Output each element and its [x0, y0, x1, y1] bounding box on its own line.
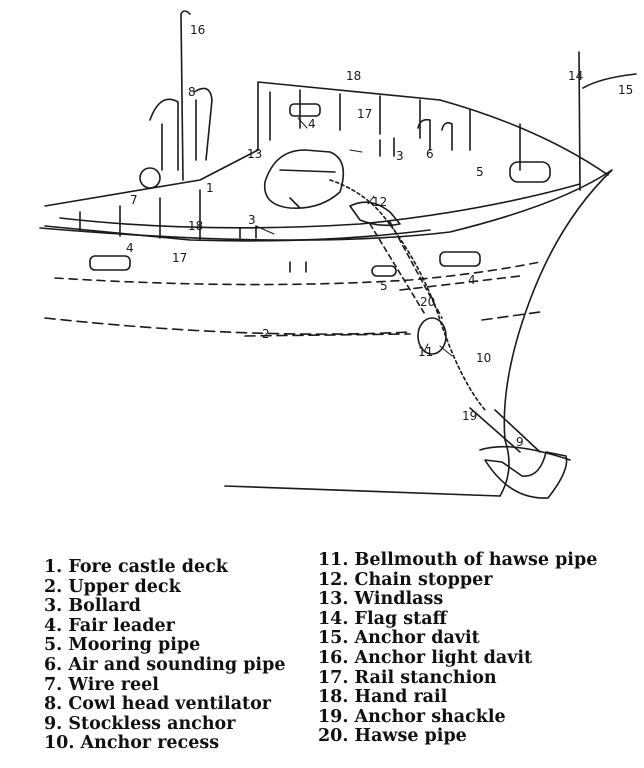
hand-rail-starboard [439, 99, 609, 176]
callout-number: 15 [618, 83, 633, 97]
legend-item: 19. Anchor shackle [318, 706, 506, 727]
chain-stopper [349, 201, 401, 227]
legend-item: 6. Air and sounding pipe [44, 654, 286, 675]
bollard-2 [379, 137, 395, 157]
mooring-pipe-1 [371, 265, 397, 277]
legend-item: 14. Flag staff [318, 608, 447, 629]
legend-item: 10. Anchor recess [44, 733, 220, 754]
hand-rail-aft [257, 81, 441, 151]
deck-dashed-2 [54, 261, 541, 291]
callout-number: 4 [468, 273, 476, 287]
hull-outline [39, 169, 613, 497]
callout-number: 18 [346, 69, 361, 83]
hawse-pipe [369, 221, 443, 319]
callout-number: 2 [262, 327, 270, 341]
legend-item: 2. Upper deck [44, 576, 181, 597]
callout-number: 19 [462, 409, 477, 423]
cowl-ventilator [149, 87, 213, 171]
hawse-bellmouth [417, 317, 447, 355]
anchor-davit [582, 73, 637, 89]
stockless-anchor [469, 407, 568, 499]
callout-number: 8 [188, 85, 196, 99]
legend-item: 17. Rail stanchion [318, 667, 497, 688]
fair-leader-2 [439, 251, 481, 267]
callout-number: 9 [516, 435, 524, 449]
leader-lines [255, 117, 453, 357]
bollard-1 [239, 225, 257, 239]
legend-item: 4. Fair leader [44, 615, 175, 636]
callout-number: 10 [476, 351, 491, 365]
keel-line [224, 485, 501, 497]
legend-item: 11. Bellmouth of hawse pipe [318, 550, 598, 570]
callout-number: 20 [420, 295, 435, 309]
callout-number: 13 [247, 147, 262, 161]
deck-inner-edge [59, 183, 581, 229]
windlass-body [263, 149, 345, 209]
callout-number: 1 [206, 181, 214, 195]
hand-rail-port [44, 149, 259, 207]
callout-number: 14 [568, 69, 583, 83]
legend-item: 1. Fore castle deck [44, 557, 228, 577]
bollard-3 [289, 261, 307, 273]
wire-reel [139, 167, 161, 189]
callout-number: 7 [130, 193, 138, 207]
legend-item: 15. Anchor davit [318, 628, 480, 649]
legend-item: 13. Windlass [318, 589, 444, 610]
flag-staff [578, 51, 581, 191]
bulwark-lower [44, 225, 431, 242]
callout-number: 4 [308, 117, 316, 131]
callout-number: 6 [426, 147, 434, 161]
callout-number: 4 [126, 241, 134, 255]
callout-number: 17 [172, 251, 187, 265]
legend-item: 18. Hand rail [318, 687, 448, 708]
legend-item: 3. Bollard [44, 596, 141, 617]
callout-number: 11 [418, 345, 433, 359]
legend-item: 8. Cowl head ventilator [44, 694, 272, 715]
callout-number: 17 [357, 107, 372, 121]
callout-number: 5 [476, 165, 484, 179]
fair-leader-1 [289, 103, 321, 117]
upper-deck-line [44, 311, 541, 337]
legend-item: 20. Hawse pipe [318, 726, 467, 747]
legend-item: 9. Stockless anchor [44, 713, 236, 734]
anchor-chain [329, 179, 486, 411]
anchor-recess [479, 445, 571, 461]
callout-number: 3 [396, 149, 404, 163]
anchor-light-davit [180, 10, 191, 181]
callout-number: 12 [372, 195, 387, 209]
fair-leader-3 [89, 255, 131, 271]
callout-number: 5 [380, 279, 388, 293]
callout-number: 16 [190, 23, 205, 37]
legend-item: 16. Anchor light davit [318, 647, 533, 668]
legend-item: 12. Chain stopper [318, 569, 493, 590]
rail-stanchions [79, 89, 521, 241]
callout-number: 18 [188, 219, 203, 233]
callout-number: 3 [248, 213, 256, 227]
legend-item: 7. Wire reel [44, 674, 159, 695]
air-sounding-pipe [417, 118, 453, 151]
mooring-pipe-2 [509, 161, 551, 183]
legend-item: 5. Mooring pipe [44, 635, 201, 656]
